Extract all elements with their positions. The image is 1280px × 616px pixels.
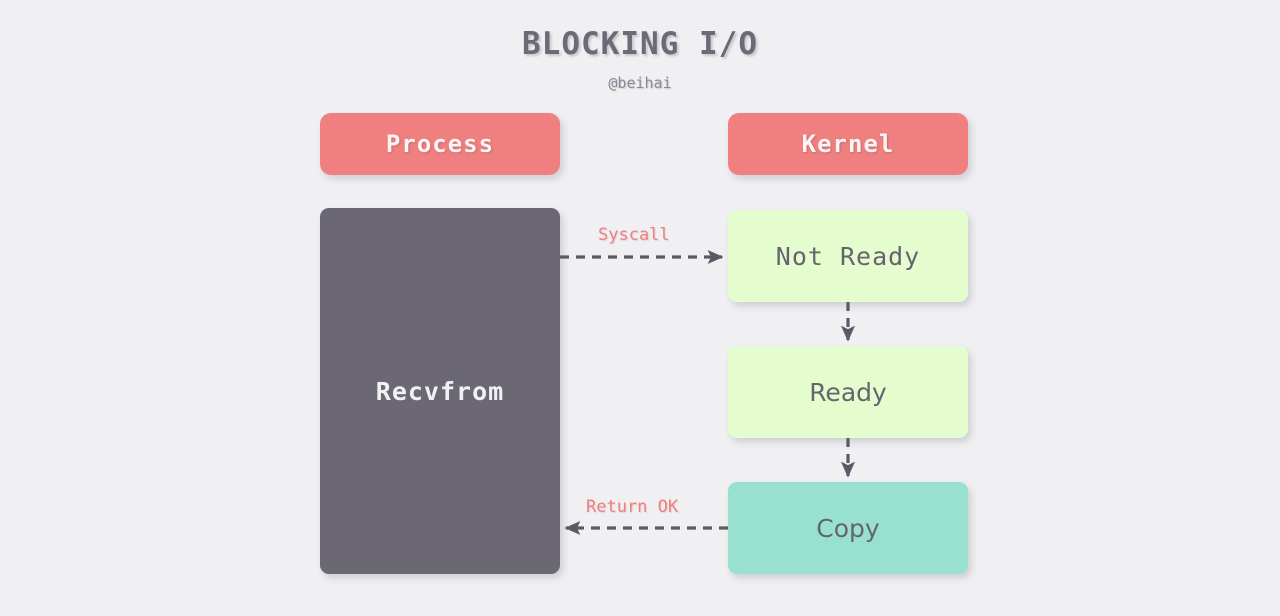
node-ready-label: Ready: [809, 377, 887, 407]
node-copy[interactable]: Copy: [728, 482, 968, 574]
node-not-ready-label: Not Ready: [775, 241, 921, 271]
node-not-ready[interactable]: Not Ready: [728, 210, 968, 302]
lane-header-kernel[interactable]: Kernel: [728, 113, 968, 175]
node-recvfrom-label: Recvfrom: [375, 376, 505, 406]
node-copy-label: Copy: [816, 513, 880, 543]
page-title: BLOCKING I/O: [522, 26, 758, 62]
lane-header-kernel-label: Kernel: [801, 130, 895, 158]
lane-header-process[interactable]: Process: [320, 113, 560, 175]
edge-label-syscall: Syscall: [598, 225, 670, 245]
node-recvfrom[interactable]: Recvfrom: [320, 208, 560, 574]
node-ready[interactable]: Ready: [728, 346, 968, 438]
lane-header-process-label: Process: [385, 130, 495, 158]
edge-label-return-ok: Return OK: [586, 497, 679, 517]
page-subtitle-author: @beihai: [608, 74, 672, 92]
